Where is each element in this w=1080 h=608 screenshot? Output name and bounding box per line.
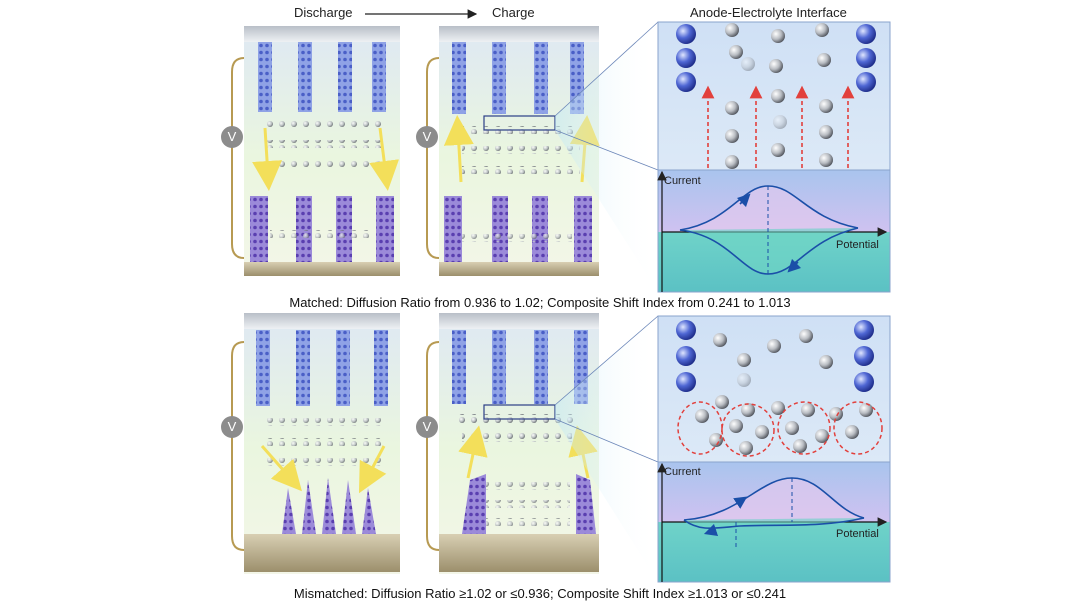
potential-label-bottom: Potential [836, 528, 879, 540]
voltage-badge-top-discharge: V [221, 126, 243, 148]
voltage-badge-top-charge: V [416, 126, 438, 148]
cell-bottom-charge [426, 313, 599, 574]
charge-label: Charge [492, 5, 535, 20]
matched-caption: Matched: Diffusion Ratio from 0.936 to 1… [289, 295, 791, 310]
voltage-badge-bottom-charge: V [416, 416, 438, 438]
cv-plot-bottom [657, 461, 891, 583]
zoom-beam-top [555, 22, 658, 292]
cv-plot-top [657, 169, 891, 293]
voltage-badge-bottom-discharge: V [221, 416, 243, 438]
current-label-top: Current [664, 175, 701, 187]
current-label-bottom: Current [664, 466, 701, 478]
discharge-label: Discharge [294, 5, 353, 20]
zoom-beam-bottom [555, 316, 658, 582]
potential-label-top: Potential [836, 239, 879, 251]
mismatched-caption: Mismatched: Diffusion Ratio ≥1.02 or ≤0.… [293, 586, 787, 601]
interface-zoom-bottom [657, 315, 891, 463]
interface-zoom-top [657, 21, 891, 171]
cell-top-discharge [231, 26, 400, 276]
interface-title: Anode-Electrolyte Interface [690, 5, 847, 20]
cell-bottom-discharge [231, 313, 400, 574]
